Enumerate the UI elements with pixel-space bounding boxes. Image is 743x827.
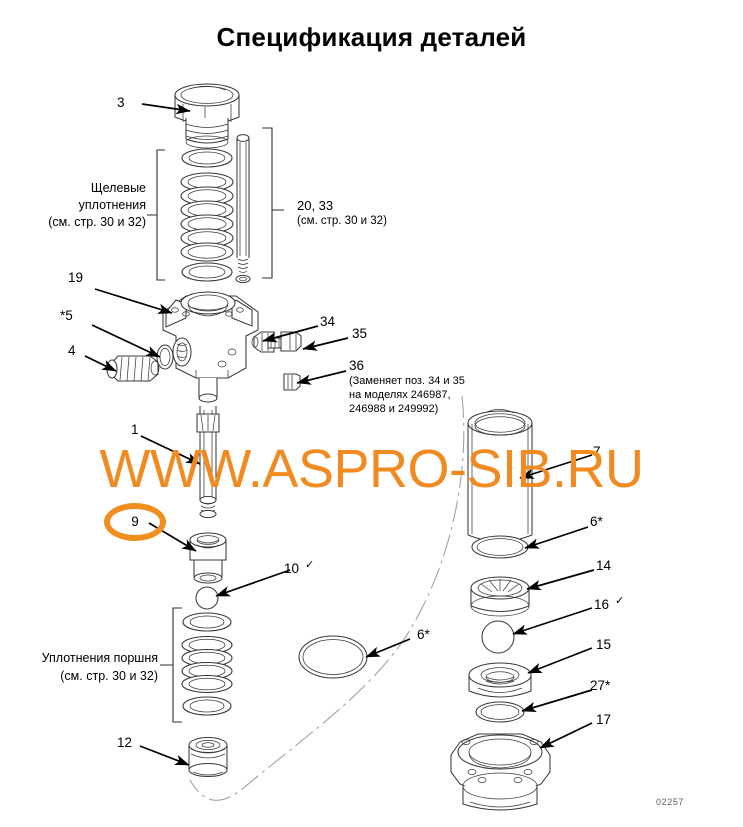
part-valve-body-19 — [162, 291, 259, 403]
callout-35: 35 — [352, 326, 368, 341]
highlight-ellipse-9 — [104, 503, 166, 541]
callout-4: 4 — [68, 343, 76, 358]
leader-16 — [512, 607, 593, 635]
callout-16: 16 — [594, 597, 610, 612]
part-slot-seal-stack — [180, 172, 234, 262]
callout-3: 3 — [117, 95, 125, 110]
leader-lines — [84, 103, 595, 766]
callout-6-upper: 6* — [590, 514, 603, 529]
leader-15 — [527, 647, 593, 674]
page-title: Спецификация деталей — [216, 22, 527, 52]
callout-19: 19 — [68, 270, 84, 285]
footnote-mark-10: ✓ — [305, 559, 315, 571]
part-piston-rod-1 — [196, 406, 220, 519]
callout-7: 7 — [593, 444, 601, 459]
leader-34 — [262, 325, 319, 343]
part-ring-upper — [181, 148, 233, 168]
label-piston-seals-line2: (см. стр. 30 и 32) — [60, 669, 158, 683]
callout-20-33-note: (см. стр. 30 и 32) — [297, 215, 387, 227]
leader-4 — [84, 355, 117, 372]
figure-id: 02257 — [656, 797, 685, 807]
callout-10: 10 — [284, 561, 300, 576]
callout-6-middle: 6* — [417, 627, 430, 642]
leader-19 — [94, 288, 173, 314]
part-fitting-4 — [106, 355, 160, 382]
callout-20-33: 20, 33 — [297, 198, 334, 213]
callout-34: 34 — [320, 314, 336, 329]
leader-12 — [139, 745, 190, 766]
part-ring-lower — [181, 262, 233, 282]
footnote-mark-16: ✓ — [615, 595, 625, 607]
bracket-20-33 — [262, 127, 284, 279]
part-cage-14 — [470, 576, 530, 617]
centerline-sweep — [189, 395, 465, 801]
part-nut-12 — [188, 736, 228, 778]
leader-10 — [215, 569, 291, 597]
callout-36: 36 — [349, 358, 365, 373]
leader-6-middle — [365, 638, 411, 658]
leader-36 — [296, 370, 347, 385]
label-slot-seals-line1: Щелевые — [90, 181, 146, 195]
label-piston-seals-line1: Уплотнения поршня — [41, 651, 158, 665]
callout-17: 17 — [596, 712, 612, 727]
part-cap-3 — [174, 83, 240, 149]
callout-12: 12 — [117, 735, 133, 750]
callout-36-note-line1: (Заменяет поз. 34 и 35 — [349, 375, 465, 387]
bracket-slot-seals — [147, 149, 165, 281]
callout-27: 27* — [590, 678, 611, 693]
callout-36-note-line3: 246988 и 249992) — [349, 403, 439, 415]
label-slot-seals-line2: уплотнения — [78, 198, 146, 212]
callout-5: *5 — [60, 308, 73, 323]
leader-17 — [539, 722, 593, 749]
leader-3 — [141, 103, 191, 115]
callout-9: 9 — [131, 514, 139, 529]
callout-14: 14 — [596, 558, 612, 573]
leader-35 — [302, 337, 349, 351]
leader-5 — [91, 324, 161, 358]
part-seat-9 — [189, 532, 227, 584]
callout-36-note-line2: на моделях 246987, — [349, 389, 451, 401]
bracket-piston-seals — [160, 607, 182, 723]
leader-14 — [526, 569, 595, 591]
callout-15: 15 — [596, 637, 612, 652]
leader-27 — [521, 689, 593, 713]
part-oring-27 — [475, 701, 525, 723]
part-piston-seal-stack — [181, 612, 233, 716]
leader-1 — [140, 435, 201, 465]
part-oring-6-upper — [471, 535, 529, 559]
part-housing-17 — [450, 733, 551, 811]
callout-1: 1 — [131, 422, 139, 437]
part-ball-10 — [195, 586, 219, 610]
part-long-rod — [235, 134, 251, 284]
leader-7 — [519, 454, 593, 479]
label-slot-seals-line3: (см. стр. 30 и 32) — [48, 215, 146, 229]
leader-6-upper — [524, 526, 589, 549]
part-seat-15 — [468, 662, 532, 698]
part-ball-16 — [481, 620, 515, 654]
part-cylinder-7 — [467, 408, 533, 542]
part-oring-6-middle — [298, 635, 368, 679]
